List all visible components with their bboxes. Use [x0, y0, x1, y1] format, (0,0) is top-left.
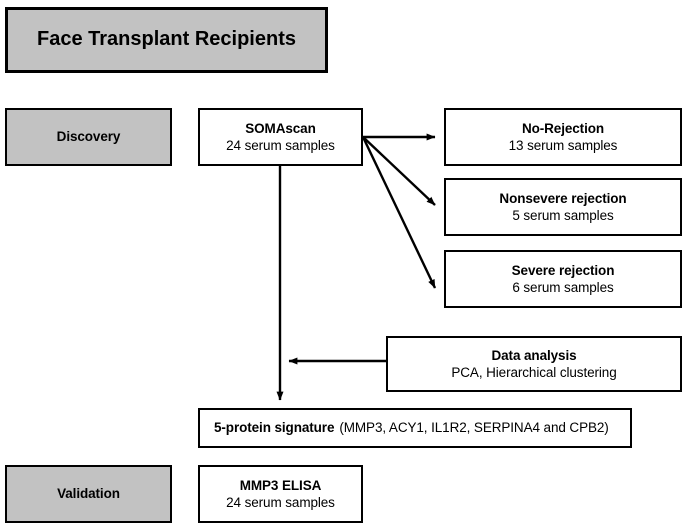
edge-somascan-to-nonsevere — [362, 136, 436, 206]
node-data-analysis-subtitle: PCA, Hierarchical clustering — [451, 365, 617, 380]
stage-discovery-label: Discovery — [56, 129, 121, 145]
node-protein-signature-subtitle: (MMP3, ACY1, IL1R2, SERPINA4 and CPB2) — [339, 420, 609, 436]
node-mmp3-elisa-title: MMP3 ELISA — [239, 477, 322, 493]
node-mmp3-elisa-subtitle: 24 serum samples — [226, 495, 335, 510]
node-protein-signature-title: 5-protein signature — [214, 420, 335, 436]
node-data-analysis-title: Data analysis — [491, 347, 577, 363]
stage-validation-label: Validation — [57, 486, 120, 502]
node-nonsevere-rejection: Nonsevere rejection 5 serum samples — [444, 178, 682, 236]
node-mmp3-elisa: MMP3 ELISA 24 serum samples — [198, 465, 363, 523]
node-no-rejection: No-Rejection 13 serum samples — [444, 108, 682, 166]
node-no-rejection-title: No-Rejection — [521, 120, 605, 136]
node-nonsevere-rejection-subtitle: 5 serum samples — [512, 208, 614, 223]
node-nonsevere-rejection-title: Nonsevere rejection — [499, 190, 627, 206]
node-severe-rejection-title: Severe rejection — [511, 262, 615, 278]
edge-somascan-to-severe — [361, 136, 437, 289]
figure-title: Face Transplant Recipients — [37, 28, 296, 51]
node-somascan-title: SOMAscan — [245, 120, 316, 136]
node-somascan: SOMAscan 24 serum samples — [198, 108, 363, 166]
stage-label-validation: Validation — [5, 465, 172, 523]
node-severe-rejection-subtitle: 6 serum samples — [512, 280, 614, 295]
stage-label-discovery: Discovery — [5, 108, 172, 166]
node-protein-signature: 5-protein signature (MMP3, ACY1, IL1R2, … — [198, 408, 632, 448]
node-severe-rejection: Severe rejection 6 serum samples — [444, 250, 682, 308]
node-somascan-subtitle: 24 serum samples — [226, 138, 335, 153]
figure-title-box: Face Transplant Recipients — [5, 7, 328, 73]
node-no-rejection-subtitle: 13 serum samples — [508, 138, 618, 153]
node-data-analysis: Data analysis PCA, Hierarchical clusteri… — [386, 336, 682, 392]
